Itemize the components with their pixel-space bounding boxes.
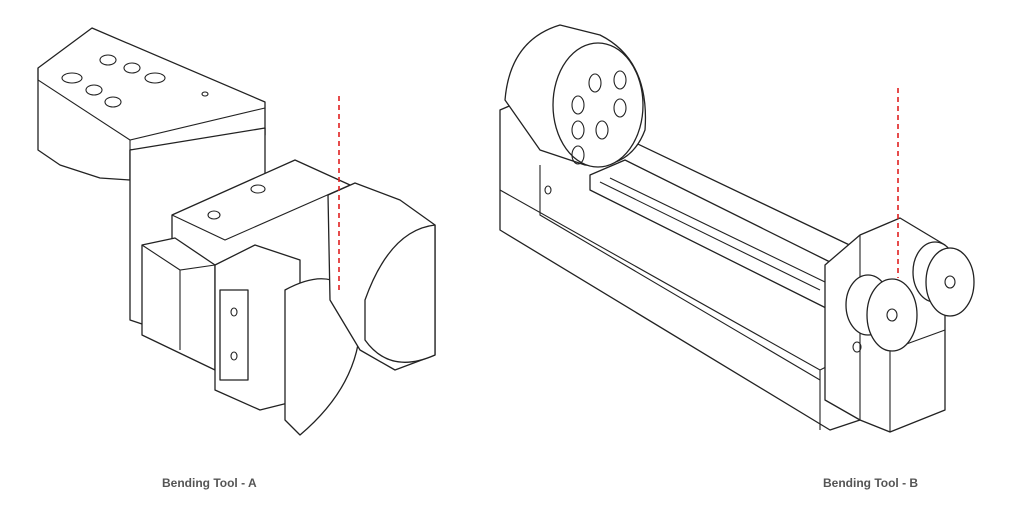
bending-tool-b-drawing	[499, 24, 975, 433]
bending-tool-a-drawing	[37, 27, 436, 436]
figure-caption-a: Bending Tool - A	[162, 476, 257, 490]
figure-caption-b: Bending Tool - B	[823, 476, 919, 490]
